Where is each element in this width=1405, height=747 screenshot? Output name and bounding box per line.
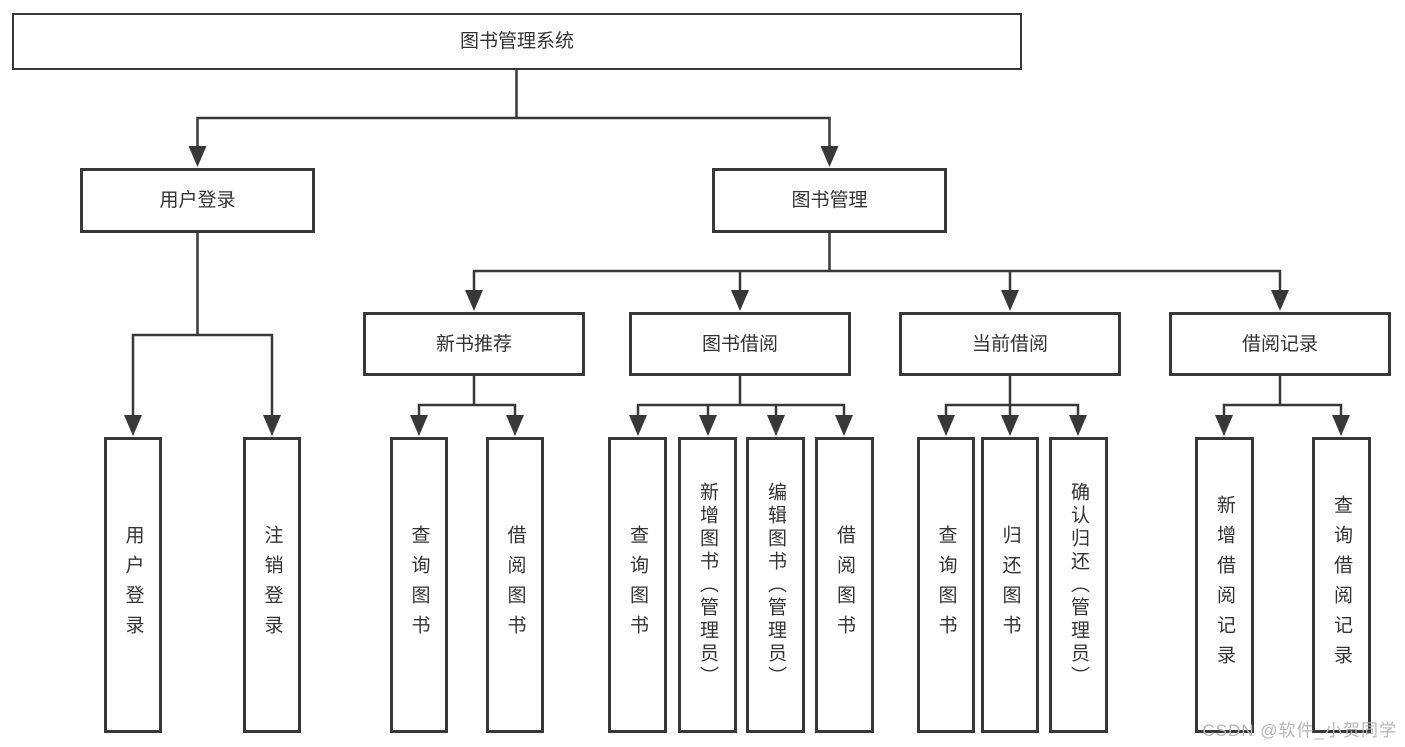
arrowhead-icon <box>465 290 483 311</box>
leaf-user-login: 用户登录 <box>104 437 162 733</box>
arrowhead-icon <box>188 146 207 167</box>
leaf-query-borrow-record: 查询借阅记录 <box>1312 437 1371 733</box>
edge-current-borrow-to-leaves <box>937 376 1087 436</box>
leaf-confirm-return-admin: 确认归还（管理员） <box>1049 437 1108 733</box>
csdn-watermark: CSDN @软件_小贺同学 <box>1202 721 1397 740</box>
node-user-login-branch: 用户登录 <box>80 168 315 233</box>
connector-line <box>1222 376 1343 419</box>
connector-line <box>636 376 846 419</box>
edge-user-login-to-leaves <box>124 233 281 436</box>
arrowhead-icon <box>731 290 749 311</box>
arrowhead-icon <box>1001 415 1019 436</box>
arrowhead-icon <box>1215 415 1233 436</box>
arrowhead-icon <box>699 415 717 436</box>
leaf-return-books: 归还图书 <box>981 437 1039 733</box>
node-borrow-records: 借阅记录 <box>1169 312 1391 376</box>
leaf-query-books-recommend: 查询图书 <box>390 437 448 733</box>
leaf-edit-books-admin: 编辑图书（管理员） <box>746 437 805 733</box>
arrowhead-icon <box>410 415 428 436</box>
arrowhead-icon <box>937 415 955 436</box>
edge-root-to-branches <box>188 70 839 167</box>
leaf-borrow-books-recommend: 借阅图书 <box>486 437 544 733</box>
edge-book-borrow-to-leaves <box>629 376 853 436</box>
arrowhead-icon <box>263 415 281 436</box>
leaf-add-books-admin: 新增图书（管理员） <box>678 437 737 733</box>
edge-borrow-records-to-leaves <box>1215 376 1350 436</box>
arrowhead-icon <box>820 146 839 167</box>
arrowhead-icon <box>124 415 142 436</box>
arrowhead-icon <box>835 415 853 436</box>
connector-line <box>944 376 1080 419</box>
leaf-logout: 注销登录 <box>243 437 301 733</box>
node-book-management-branch: 图书管理 <box>712 168 947 233</box>
arrowhead-icon <box>506 415 524 436</box>
connector-line <box>131 233 274 418</box>
node-current-borrow: 当前借阅 <box>899 312 1121 376</box>
arrowhead-icon <box>1271 290 1289 311</box>
leaf-borrow-books: 借阅图书 <box>815 437 874 733</box>
arrowhead-icon <box>1069 415 1087 436</box>
edge-book-management-to-sections <box>465 233 1289 311</box>
connector-line <box>472 233 1282 294</box>
leaf-query-books-borrow: 查询图书 <box>608 437 667 733</box>
leaf-add-borrow-record: 新增借阅记录 <box>1195 437 1254 733</box>
node-book-borrow: 图书借阅 <box>629 312 851 376</box>
arrowhead-icon <box>629 415 647 436</box>
connector-line <box>196 70 831 150</box>
edge-new-books-to-leaves <box>410 376 524 436</box>
leaf-query-books-current: 查询图书 <box>917 437 975 733</box>
node-root-system: 图书管理系统 <box>12 13 1022 70</box>
arrowhead-icon <box>767 415 785 436</box>
arrowhead-icon <box>1332 415 1350 436</box>
arrowhead-icon <box>1001 290 1019 311</box>
connector-line <box>417 376 517 419</box>
node-new-book-recommend: 新书推荐 <box>363 312 585 376</box>
